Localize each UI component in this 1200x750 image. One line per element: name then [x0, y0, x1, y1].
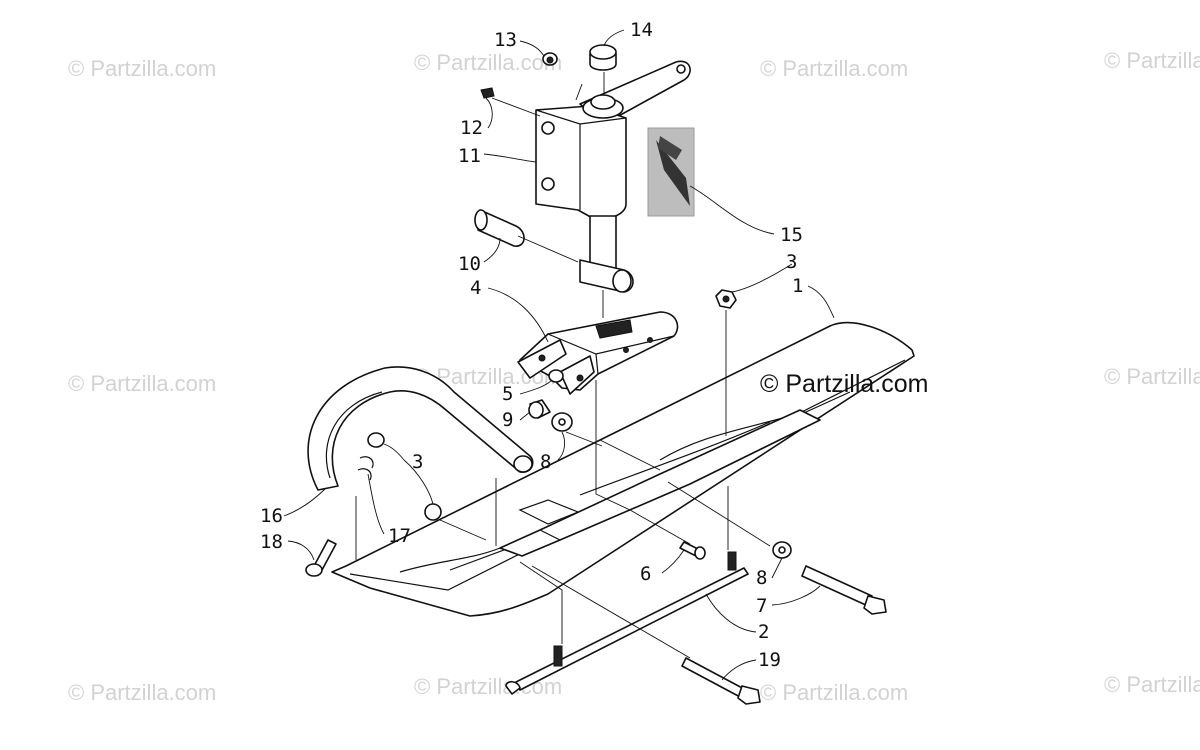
- watermark: © Partzilla.com: [68, 371, 216, 396]
- callout-3-top: 3: [786, 251, 797, 273]
- watermark: © Partzilla.com: [68, 680, 216, 705]
- ski-part: [331, 321, 915, 617]
- callout-8-right: 8: [756, 567, 767, 589]
- callout-18: 18: [260, 531, 283, 553]
- spindle-part: [535, 60, 691, 293]
- callout-12: 12: [460, 117, 483, 139]
- watermark: © Partzilla.com: [68, 56, 216, 81]
- watermark: © Partzilla.com: [760, 56, 908, 81]
- callout-labels: 13 14 12 11 15 10 3 1 4 5 9 8 3 16 17 18…: [260, 19, 803, 671]
- callout-19: 19: [758, 649, 781, 671]
- callout-16: 16: [260, 505, 283, 527]
- decal-part: [647, 127, 695, 217]
- callout-4: 4: [470, 277, 481, 299]
- callout-17: 17: [388, 525, 411, 547]
- callout-10: 10: [458, 253, 481, 275]
- watermark: © Partzilla.com: [414, 50, 562, 75]
- watermark: © Partzilla.com: [1104, 364, 1200, 389]
- callout-1: 1: [792, 275, 803, 297]
- ski-loop-part: [307, 366, 534, 491]
- leader-lines: [283, 29, 835, 681]
- callout-2: 2: [758, 621, 769, 643]
- callout-14: 14: [630, 19, 653, 41]
- copyright-credit: © Partzilla.com: [760, 370, 928, 398]
- watermark-layer: © Partzilla.com © Partzilla.com © Partzi…: [68, 48, 1200, 705]
- callout-8-left: 8: [540, 451, 551, 473]
- callout-13: 13: [494, 29, 517, 51]
- watermark: © Partzilla.com: [760, 680, 908, 705]
- callout-3-left: 3: [412, 451, 423, 473]
- watermark: © Partzilla.com: [1104, 672, 1200, 697]
- callout-6: 6: [640, 563, 651, 585]
- callout-5: 5: [502, 383, 513, 405]
- callout-9: 9: [502, 409, 513, 431]
- assembly-lines: [355, 72, 771, 659]
- callout-11: 11: [458, 145, 481, 167]
- watermark: © Partzilla.com: [1104, 48, 1200, 73]
- hardware-parts: [305, 44, 887, 705]
- callout-15: 15: [780, 224, 803, 246]
- callout-7: 7: [756, 595, 767, 617]
